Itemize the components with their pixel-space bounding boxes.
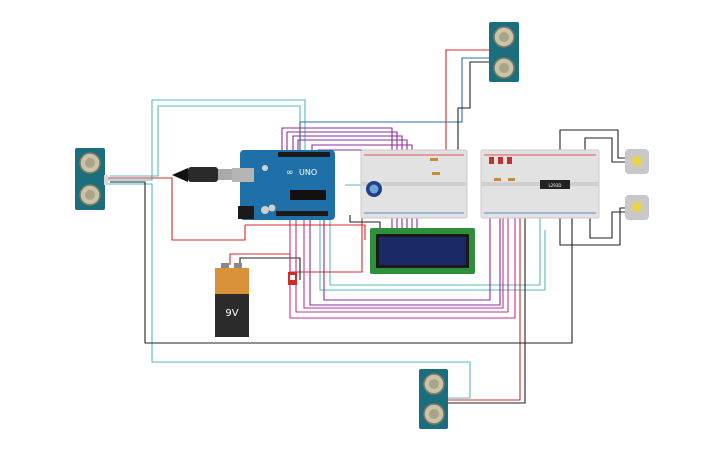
ultrasonic-sensor-top (489, 22, 519, 82)
wire-black (239, 257, 301, 280)
wire-teal (319, 218, 546, 291)
wire-blue (299, 57, 490, 150)
wire-magenta (295, 218, 509, 313)
ultrasonic-sensor-bottom (419, 369, 448, 429)
wire-red (105, 177, 246, 241)
wire-teal (105, 183, 471, 399)
arduino-logo: ∞ (286, 168, 294, 178)
wire-black (559, 129, 625, 159)
wire-black (448, 218, 526, 404)
wire-purple (323, 218, 491, 301)
driver-chip-label: L293D (549, 183, 562, 188)
wire-red (448, 218, 521, 401)
motor-driver: L293D (540, 180, 570, 189)
wire-teal (329, 180, 541, 286)
wire-black (110, 181, 573, 344)
wire-red (445, 49, 490, 150)
lcd-16x2 (370, 228, 475, 274)
ultrasonic-sensor-left (75, 148, 108, 210)
wire-teal (105, 99, 306, 181)
wire-magenta (289, 218, 516, 319)
breadboard-left (360, 149, 468, 219)
wire-black (559, 207, 627, 246)
wire-black (589, 211, 627, 239)
wire-black (457, 61, 490, 150)
wire-red (245, 224, 366, 240)
power-switch (288, 272, 297, 285)
wire-teal (110, 105, 301, 177)
wire-magenta (303, 218, 504, 309)
dc-motor-bottom (625, 195, 649, 220)
battery-9v: 9V (215, 263, 249, 337)
wire-purple (309, 218, 501, 306)
potentiometer (366, 181, 382, 197)
wire-black (584, 137, 625, 163)
usb-cable (172, 167, 232, 182)
wire-black (349, 215, 381, 232)
arduino-uno: ∞ UNO (232, 150, 335, 220)
dc-motor-top (625, 149, 649, 174)
wires (105, 49, 627, 404)
battery-label: 9V (225, 308, 238, 319)
arduino-model-label: UNO (299, 168, 317, 177)
